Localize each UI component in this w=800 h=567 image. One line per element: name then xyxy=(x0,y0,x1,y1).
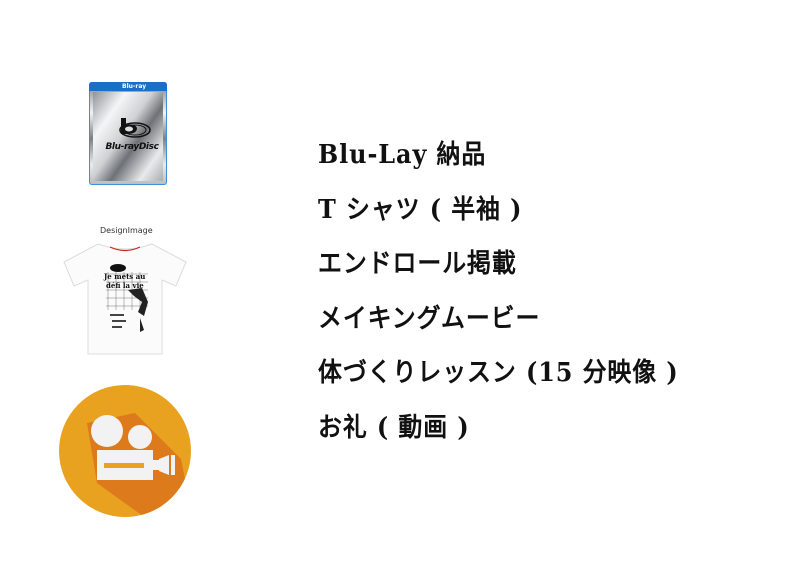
bluray-top-label: Blu-ray xyxy=(122,83,147,90)
reward-item-tshirt: T シャツ ( 半袖 ) xyxy=(318,194,523,225)
bluray-case-header: Blu-ray xyxy=(89,82,167,91)
reward-item-thanks-video: お礼 ( 動画 ) xyxy=(318,412,470,443)
bluray-case-face: Blu-rayDisc xyxy=(93,92,163,181)
reward-item-lesson: 体づくりレッスン (15 分映像 ) xyxy=(318,358,679,388)
video-camera-icon xyxy=(59,385,191,517)
tshirt-icon: Je mets au défi la vie xyxy=(63,243,187,355)
bluray-disc-logo-icon xyxy=(119,118,151,138)
design-image-caption: DesignImage xyxy=(100,226,153,235)
tshirt-print-line-1: Je mets au xyxy=(103,272,145,281)
bluray-case-icon: Blu-ray Blu-rayDisc xyxy=(89,82,167,185)
reward-item-endroll: エンドロール掲載 xyxy=(318,249,517,279)
reward-list: Blu-Lay 納品 T シャツ ( 半袖 ) エンドロール掲載 メイキングムー… xyxy=(318,135,710,462)
tshirt-print-line-2: défi la vie xyxy=(106,281,144,290)
reward-item-making-movie: メイキングムービー xyxy=(318,303,541,334)
reward-item-bluray: Blu-Lay 納品 xyxy=(318,140,487,170)
bluray-disc-label: Blu-rayDisc xyxy=(105,142,159,152)
